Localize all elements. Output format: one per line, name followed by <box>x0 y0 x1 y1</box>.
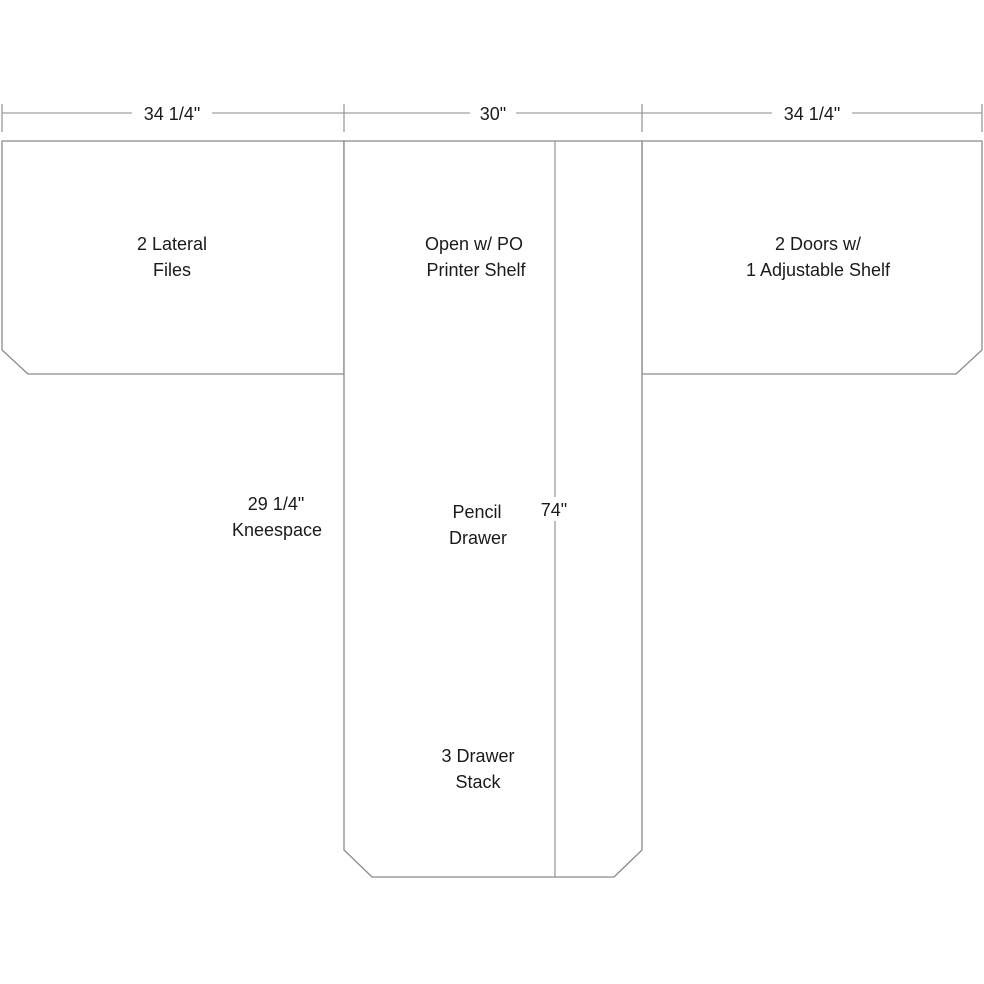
left-lateral-file-unit <box>1 140 345 375</box>
center-length-label: 74" <box>541 500 567 520</box>
center-middle-line2: Drawer <box>449 528 507 548</box>
left-unit-line1: 2 Lateral <box>137 234 207 254</box>
center-bottom-line2: Stack <box>455 772 501 792</box>
kneespace-label: Kneespace <box>232 520 322 540</box>
center-middle-line1: Pencil <box>452 502 501 522</box>
center-top-line2: Printer Shelf <box>426 260 526 280</box>
right-door-unit <box>641 140 983 375</box>
center-width-label: 30" <box>480 104 506 124</box>
center-top-line1: Open w/ PO <box>425 234 523 254</box>
center-desk-unit <box>343 140 643 878</box>
right-width-label: 34 1/4" <box>784 104 840 124</box>
right-unit-line2: 1 Adjustable Shelf <box>746 260 891 280</box>
left-width-label: 34 1/4" <box>144 104 200 124</box>
kneespace-width-label: 29 1/4" <box>248 494 304 514</box>
right-unit-line1: 2 Doors w/ <box>775 234 861 254</box>
left-unit-line2: Files <box>153 260 191 280</box>
center-bottom-line1: 3 Drawer <box>441 746 514 766</box>
